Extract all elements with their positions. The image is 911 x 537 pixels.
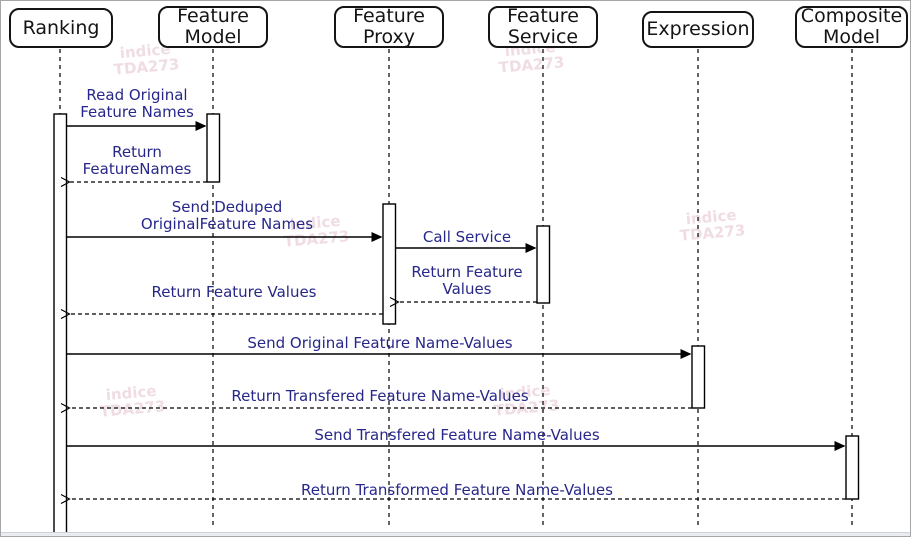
- activation-bar-feature-service: [536, 225, 551, 304]
- participant-feature-model: Feature Model: [158, 6, 268, 48]
- activation-bar-feature-proxy: [382, 203, 397, 325]
- message-label-return-transfered-feature-name-values: Return Transfered Feature Name-Values: [231, 387, 529, 405]
- activation-bar-ranking: [53, 113, 68, 535]
- message-label-send-original-feature-name-values: Send Original Feature Name-Values: [247, 334, 513, 352]
- activation-bar-feature-model: [206, 113, 221, 183]
- message-label-return-feature-values-to-ranking: Return Feature Values: [151, 283, 317, 301]
- participant-composite-model: Composite Model: [795, 6, 908, 48]
- message-label-send-deduped-originalfeature-names: Send Deduped OriginalFeature Names: [140, 198, 314, 233]
- activation-bar-expression: [691, 345, 706, 409]
- participant-feature-proxy: Feature Proxy: [334, 6, 444, 48]
- participant-feature-service: Feature Service: [488, 6, 598, 48]
- message-label-return-feature-values: Return Feature Values: [411, 263, 523, 298]
- participant-expression: Expression: [642, 11, 754, 48]
- image-bottom-edge: [1, 532, 910, 536]
- message-label-read-original-feature-names: Read Original Feature Names: [80, 86, 194, 121]
- message-label-return-transformed-feature-name-values: Return Transformed Feature Name-Values: [301, 481, 613, 499]
- activation-bar-composite-model: [845, 435, 860, 500]
- message-label-call-service: Call Service: [422, 228, 512, 246]
- message-label-send-transfered-feature-name-values: Send Transfered Feature Name-Values: [314, 426, 600, 444]
- message-label-return-featurenames: Return FeatureNames: [82, 143, 192, 178]
- participant-ranking: Ranking: [9, 8, 113, 48]
